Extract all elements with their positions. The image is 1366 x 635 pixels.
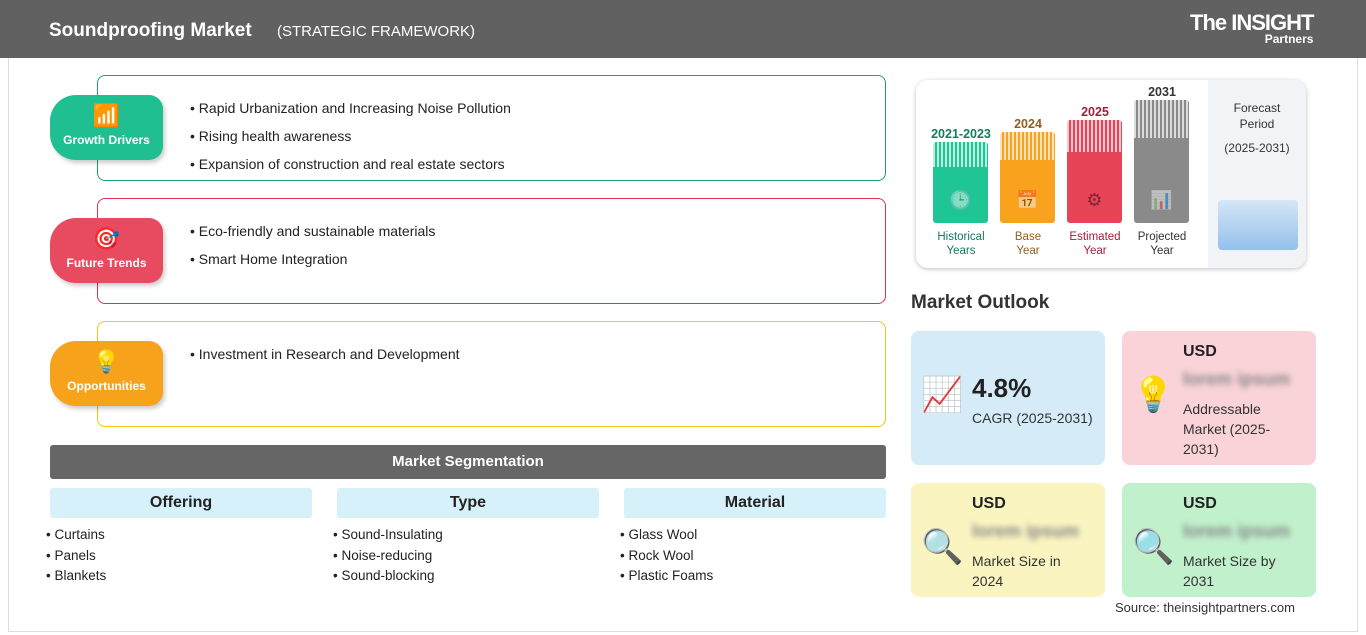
currency-label: USD [1183,495,1217,512]
header-bar [0,0,1366,58]
target-icon: 🎯 [92,226,121,251]
timeline-bar-icon: ⚙ [1086,190,1103,210]
page-subtitle: (STRATEGIC FRAMEWORK) [277,23,476,40]
card-label: Addressable Market (2025-2031) [1183,401,1271,457]
segment-item: Sound-blocking [333,566,443,587]
market-size-magnifier-icon: 🔍 [921,528,964,566]
page-title: Soundproofing Market [49,20,252,41]
section-badge-1: 🎯 Future Trends [50,218,163,283]
forecast-range: (2025-2031) [1224,141,1290,155]
segment-header: Material [624,488,886,518]
timeline-year: 2025 [1081,105,1109,119]
timeline-year: 2024 [1014,117,1042,131]
blurred-value: lorem ipsum [1183,521,1291,541]
segment-item: Blankets [46,566,106,587]
lightbulb-hand-icon: 💡 [92,349,121,374]
forecast-period: Forecast Period (2025-2031) [1208,80,1306,268]
section-box-1: Eco-friendly and sustainable materialsSm… [97,198,886,304]
timeline-bar-icon: 📅 [1016,190,1039,210]
timeline-bar: ⚙ [1067,120,1122,223]
analytics-illustration-icon [1218,200,1298,250]
timeline-card: Forecast Period (2025-2031) 2021-2023 🕒 … [916,80,1306,268]
section-label: Opportunities [67,379,146,393]
forecast-title: Forecast [1233,101,1281,115]
section-item: Rapid Urbanization and Increasing Noise … [190,94,885,122]
source-note: Source: theinsightpartners.com [1115,600,1295,615]
segment-item: Glass Wool [620,525,713,546]
section-badge-0: 📶 Growth Drivers [50,95,163,160]
segment-item: Panels [46,546,106,567]
market-outlook-title: Market Outlook [911,292,1050,313]
timeline-bar-icon: 📊 [1150,190,1173,210]
section-item: Investment in Research and Development [190,340,885,368]
timeline-bar: 📅 [1000,132,1055,223]
timeline-year: 2031 [1148,85,1176,99]
content-frame [8,58,1358,632]
segment-item: Plastic Foams [620,566,713,587]
growth-chart-icon: 📶 [92,103,121,128]
segment-item: Curtains [46,525,106,546]
section-label: Growth Drivers [63,133,150,147]
card-label: Market Size in 2024 [972,553,1061,589]
growth-chart-icon: 📈 [921,376,964,414]
blurred-value: lorem ipsum [972,521,1080,541]
blurred-value: lorem ipsum [1183,369,1291,389]
section-box-2: Investment in Research and Development [97,321,886,427]
timeline-bar: 📊 [1134,100,1189,223]
cagr-label: CAGR (2025-2031) [972,410,1093,426]
currency-label: USD [1183,343,1217,360]
timeline-bar: 🕒 [933,142,988,223]
cagr-value: 4.8% [972,373,1032,403]
section-badge-2: 💡 Opportunities [50,341,163,406]
section-item: Rising health awareness [190,122,885,150]
section-label: Future Trends [66,256,147,270]
currency-label: USD [972,495,1006,512]
segmentation-title: Market Segmentation [50,445,886,479]
market-size-magnifier-icon: 🔍 [1132,528,1175,566]
section-item: Eco-friendly and sustainable materials [190,217,885,245]
segment-item: Rock Wool [620,546,713,567]
cagr-card: 📈 4.8% CAGR (2025-2031) [911,331,1105,465]
segment-item: Sound-Insulating [333,525,442,546]
timeline-year: 2021-2023 [931,127,991,141]
segment-item: Noise-reducing [333,546,443,567]
section-box-0: Rapid Urbanization and Increasing Noise … [97,75,886,181]
section-item: Smart Home Integration [190,245,885,273]
card-label: Market Size by 2031 [1183,553,1276,589]
dollar-lightbulb-icon: 💡 [1132,376,1175,414]
timeline-bar-icon: 🕒 [949,190,972,210]
section-item: Expansion of construction and real estat… [190,150,885,178]
forecast-title-2: Period [1239,117,1275,131]
segment-header: Type [337,488,599,518]
segment-header: Offering [50,488,312,518]
